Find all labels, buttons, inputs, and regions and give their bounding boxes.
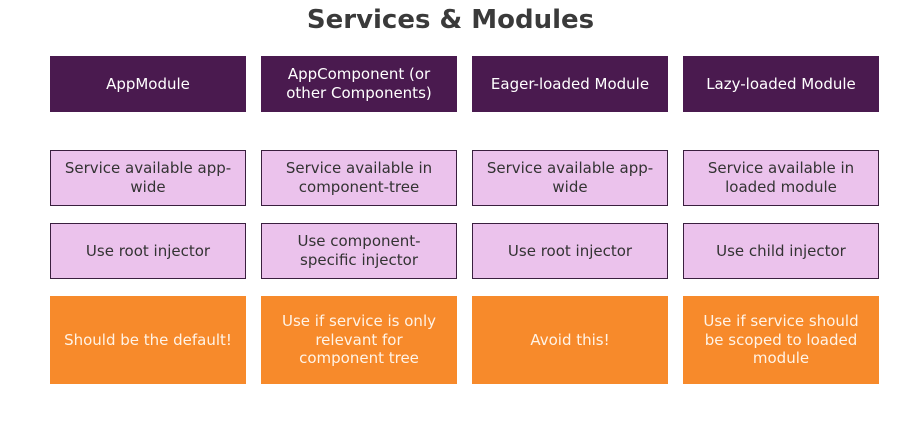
injector-lazy-module: Use child injector (683, 223, 879, 279)
availability-lazy-module: Service available in loaded module (683, 150, 879, 206)
injector-appmodule: Use root injector (50, 223, 246, 279)
header-appcomponent: AppComponent (or other Components) (261, 56, 457, 112)
note-eager-module: Avoid this! (472, 296, 668, 384)
injector-eager-module: Use root injector (472, 223, 668, 279)
diagram-title: Services & Modules (306, 5, 595, 35)
injector-row: Use root injector Use component-specific… (50, 223, 879, 279)
injector-appcomponent: Use component-specific injector (261, 223, 457, 279)
note-lazy-module: Use if service should be scoped to loade… (683, 296, 879, 384)
availability-row: Service available app-wide Service avail… (50, 150, 879, 206)
recommendation-row: Should be the default! Use if service is… (50, 296, 879, 384)
header-row: AppModule AppComponent (or other Compone… (50, 56, 879, 112)
header-eager-module: Eager-loaded Module (472, 56, 668, 112)
availability-appcomponent: Service available in component-tree (261, 150, 457, 206)
header-appmodule: AppModule (50, 56, 246, 112)
availability-eager-module: Service available app-wide (472, 150, 668, 206)
note-appcomponent: Use if service is only relevant for comp… (261, 296, 457, 384)
header-lazy-module: Lazy-loaded Module (683, 56, 879, 112)
availability-appmodule: Service available app-wide (50, 150, 246, 206)
note-appmodule: Should be the default! (50, 296, 246, 384)
